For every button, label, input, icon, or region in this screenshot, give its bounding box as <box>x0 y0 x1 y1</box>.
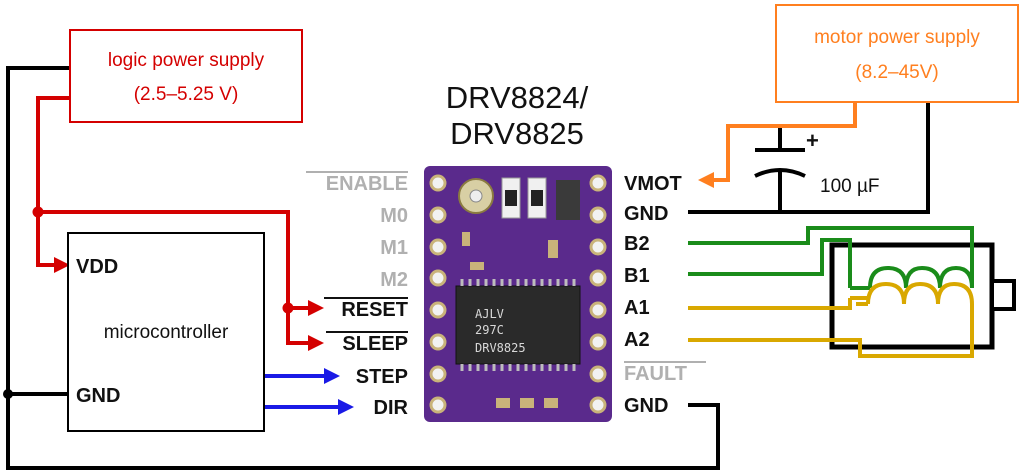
pin-b1: B1 <box>624 265 650 287</box>
pin-a1: A1 <box>624 297 650 319</box>
capacitor-polarity: + <box>806 128 819 153</box>
motor-supply-title: motor power supply <box>814 27 980 48</box>
logic-junction-dot <box>32 206 44 218</box>
pin-fault: FAULT <box>624 363 687 385</box>
logic-supply-range: (2.5–5.25 V) <box>134 84 239 105</box>
microcontroller-box <box>67 232 265 432</box>
motor-power-supply-box <box>775 4 1019 103</box>
pin-a2: A2 <box>624 329 650 351</box>
pin-dir: DIR <box>374 397 409 419</box>
pin-gnd-motor: GND <box>624 203 668 225</box>
motor-shaft <box>990 279 1016 311</box>
regulator <box>556 180 580 220</box>
motor-supply-range: (8.2–45V) <box>855 62 938 83</box>
right-pin-pads <box>589 174 607 414</box>
vmot-arrow <box>698 172 714 188</box>
motor-gnd-wire <box>688 102 930 214</box>
pin-m2: M2 <box>380 269 408 291</box>
pin-b2: B2 <box>624 233 650 255</box>
pin-reset: RESET <box>341 299 408 321</box>
driver-title-line2: DRV8825 <box>450 116 584 151</box>
pin-step: STEP <box>356 366 408 388</box>
pin-m1: M1 <box>380 237 408 259</box>
coil-a-wires <box>688 281 974 358</box>
ground-loop-wire <box>6 66 720 470</box>
ic-marking-3: DRV8825 <box>475 341 526 355</box>
left-pin-pads <box>429 174 447 414</box>
sleep-arrow <box>308 335 324 351</box>
dir-arrow <box>338 399 354 415</box>
pin-sleep: SLEEP <box>342 333 408 355</box>
pin-vmot: VMOT <box>624 173 682 195</box>
mcu-gnd-label: GND <box>76 385 120 407</box>
signal-wires <box>264 374 340 409</box>
pin-gnd-logic: GND <box>624 395 668 417</box>
ic-marking-2: 297C <box>475 323 504 337</box>
left-pin-labels: ENABLE M0 M1 M2 RESET SLEEP STEP DIR <box>306 171 409 419</box>
right-pin-labels: VMOT GND B2 B1 A1 A2 FAULT GND <box>624 173 706 417</box>
cap-plate-bottom <box>754 168 806 178</box>
coil-b-wires <box>688 226 974 290</box>
driver-title-line1: DRV8824/ <box>446 80 589 115</box>
stepper-motor <box>829 242 1016 350</box>
driver-board: AJLV 297C DRV8825 <box>424 166 612 422</box>
logic-power-supply-box <box>69 29 303 123</box>
ground-wires <box>6 66 930 470</box>
step-arrow <box>324 368 340 384</box>
driver-ic <box>455 285 581 365</box>
ground-junction-dot <box>3 389 13 399</box>
mcu-label: microcontroller <box>104 322 229 343</box>
capacitor-value: 100 µF <box>820 176 880 197</box>
motor-power-wires <box>712 102 857 182</box>
ic-marking-1: AJLV <box>475 307 504 321</box>
vdd-arrow <box>54 257 70 273</box>
reset-arrow <box>308 300 324 316</box>
reset-sleep-junction-dot <box>282 302 294 314</box>
mcu-vdd-label: VDD <box>76 256 118 278</box>
pin-enable: ENABLE <box>326 173 408 195</box>
logic-supply-title: logic power supply <box>108 50 265 71</box>
pin-m0: M0 <box>380 205 408 227</box>
